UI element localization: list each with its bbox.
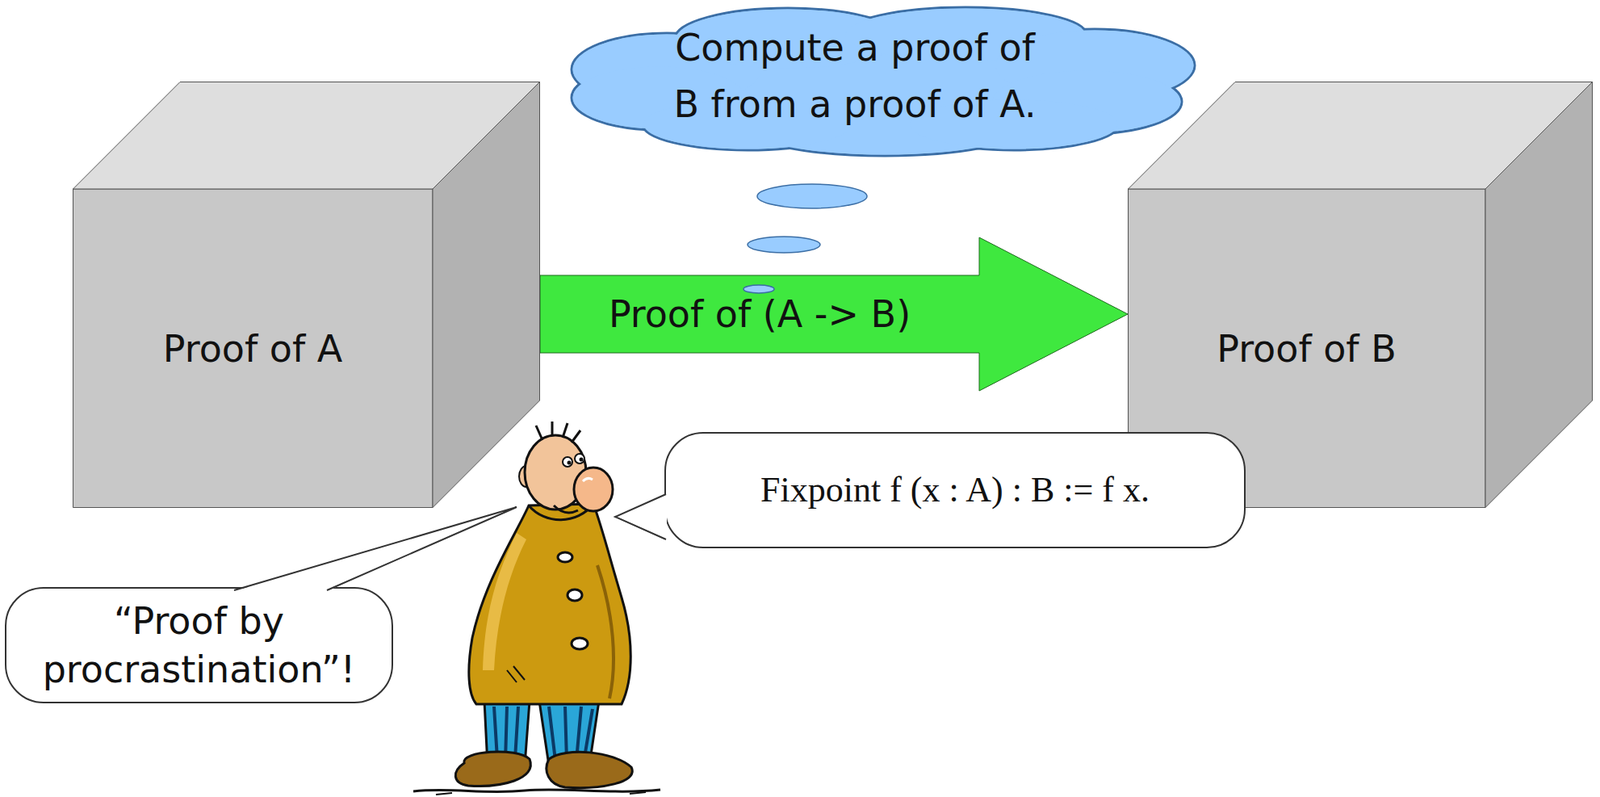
cloud-outline xyxy=(571,7,1195,156)
cartoon-part xyxy=(234,506,517,591)
node-text: Compute a proof of B from a proof of A. xyxy=(665,19,1045,133)
cartoon-part xyxy=(582,477,593,482)
cartoon-part xyxy=(615,494,666,540)
cartoon-part xyxy=(579,457,584,462)
cloud-fill xyxy=(573,8,1194,155)
cartoon-part xyxy=(536,421,581,443)
cartoon-part xyxy=(567,460,572,465)
cube-front xyxy=(73,188,434,508)
cartoon-part xyxy=(494,706,593,761)
cloud-text-area: Compute a proof of B from a proof of A. xyxy=(665,19,1045,133)
speech-bubble: “Proof by procrastination”! xyxy=(4,586,394,704)
cartoon-part xyxy=(524,435,587,510)
node-text: Fixpoint f (x : A) : B := f x. xyxy=(760,468,1150,512)
cartoon-part xyxy=(528,503,594,520)
cartoon-part xyxy=(615,494,667,540)
node-text: “Proof by procrastination”! xyxy=(20,596,377,694)
arrow-label: Proof of (A -> B) xyxy=(608,292,911,337)
cartoon-part xyxy=(574,453,585,464)
cube-side xyxy=(432,82,541,508)
cartoon-part xyxy=(747,236,821,253)
cartoon-part xyxy=(435,791,646,795)
cartoon-part xyxy=(562,456,573,467)
cartoon-part xyxy=(757,184,868,209)
node-text: Proof of A xyxy=(163,325,343,373)
cartoon-part xyxy=(546,751,633,788)
thought-bubbles xyxy=(743,184,868,294)
cartoon-part xyxy=(539,700,599,766)
cartoon-part xyxy=(571,637,588,650)
cube-label-area: Proof of A xyxy=(72,188,433,508)
speech-tails xyxy=(234,494,667,591)
block-arrow xyxy=(540,237,1128,391)
cube-shape xyxy=(72,81,541,508)
proof-cube: Proof of A xyxy=(72,81,541,508)
cartoon-part xyxy=(553,505,579,513)
speech-bubble: Fixpoint f (x : A) : B := f x. xyxy=(664,431,1246,549)
cartoon-part xyxy=(234,506,517,591)
cartoon-part xyxy=(597,565,614,699)
cartoon-part xyxy=(506,665,525,683)
node-text: Proof of B xyxy=(1216,325,1396,373)
thought-cloud: Compute a proof of B from a proof of A. xyxy=(545,4,1205,159)
cartoon-part xyxy=(482,532,527,671)
cube-side xyxy=(1485,82,1593,508)
cartoon-part xyxy=(573,467,613,511)
cartoon-part xyxy=(567,589,583,601)
cartoon-part xyxy=(455,751,531,787)
cartoon-part xyxy=(469,503,631,704)
cartoon-part xyxy=(557,552,573,562)
cartoon-part xyxy=(484,700,530,766)
cartoon-part xyxy=(413,789,661,792)
cartoon-part xyxy=(519,465,534,487)
